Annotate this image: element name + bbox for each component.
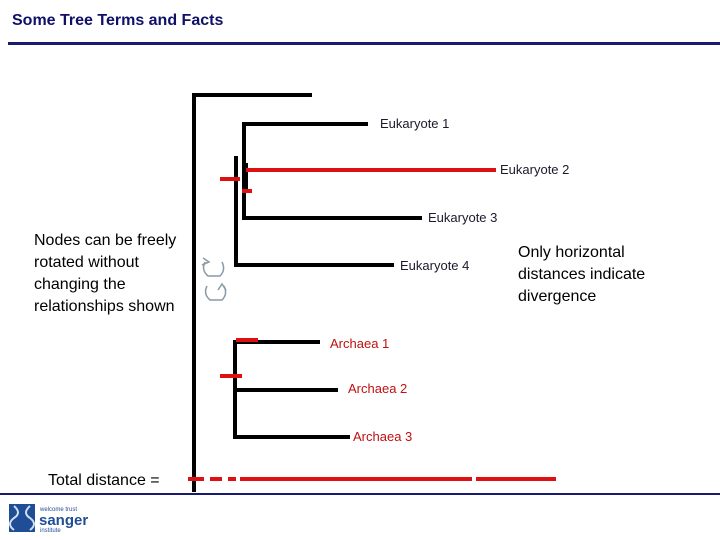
- leaf-label: Eukaryote 3: [428, 210, 498, 225]
- rotate-arrows-icon: [201, 257, 227, 301]
- divergence-note: Only horizontal distances indicate diver…: [518, 244, 646, 305]
- leaf-label: Eukaryote 4: [400, 258, 470, 273]
- footer-divider: [0, 493, 720, 495]
- logo-text-top: welcome trust: [39, 507, 77, 513]
- leaf-label: Archaea 1: [330, 336, 390, 351]
- leaf-label: Archaea 3: [353, 429, 413, 444]
- logo-text-bottom: institute: [40, 528, 61, 534]
- leaf-label: Archaea 2: [348, 381, 408, 396]
- rotation-note: Nodes can be freely rotated without chan…: [34, 232, 177, 315]
- page-title: Some Tree Terms and Facts: [12, 12, 224, 29]
- sanger-logo: welcome trust sanger institute: [8, 502, 106, 534]
- title-divider: [8, 42, 720, 45]
- leaf-label: Eukaryote 1: [380, 116, 450, 131]
- leaf-label: Eukaryote 2: [500, 162, 570, 177]
- logo-text-main: sanger: [39, 512, 88, 529]
- total-distance-label: Total distance =: [48, 472, 160, 489]
- branch-archaea-23: [233, 340, 350, 439]
- tree-root-top-branch: [192, 93, 312, 492]
- node-eukaryote-234: [234, 156, 394, 267]
